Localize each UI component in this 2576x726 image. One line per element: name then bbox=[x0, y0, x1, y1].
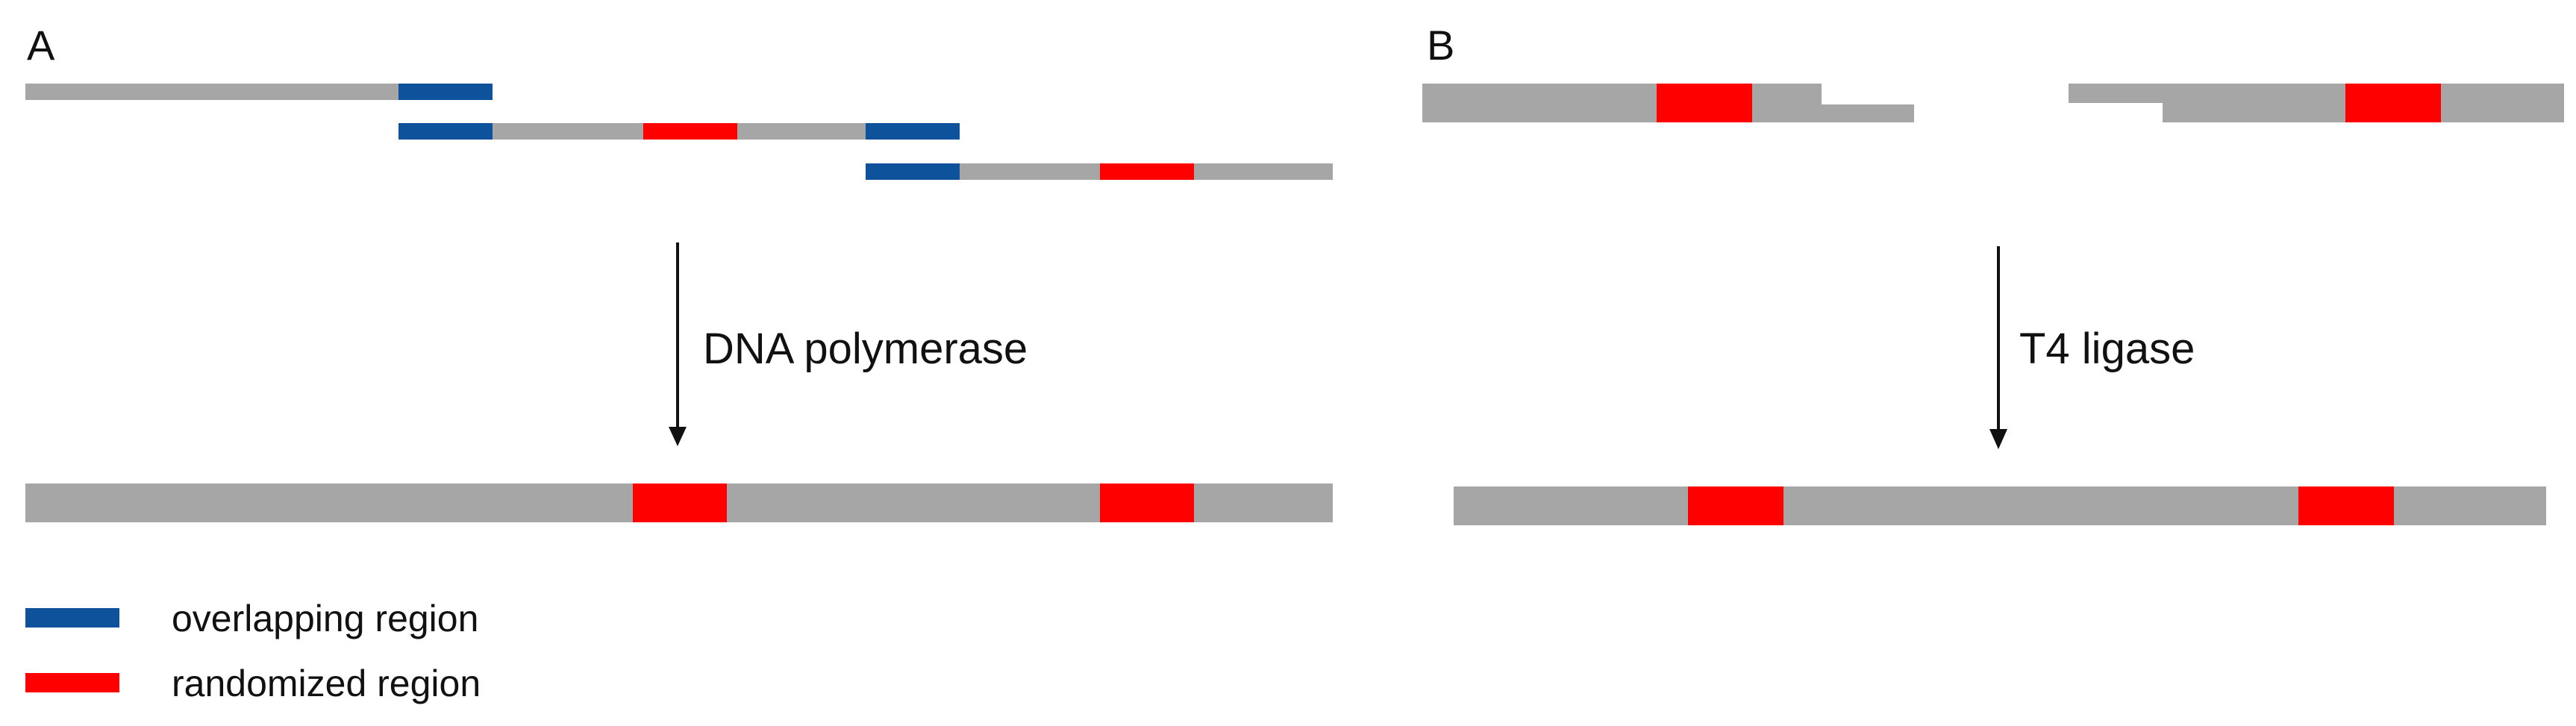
backbone-segment bbox=[960, 163, 1100, 180]
legend-item-overlap: overlapping region bbox=[25, 598, 478, 639]
backbone-segment bbox=[1422, 84, 1822, 122]
panel-b-product bbox=[1454, 486, 2546, 525]
legend-swatch-overlap bbox=[25, 608, 119, 628]
panel-a-arrow bbox=[669, 242, 687, 446]
panel-b-fragment-left bbox=[1422, 84, 1914, 122]
randomized-region bbox=[2298, 486, 2394, 525]
sticky-end bbox=[1822, 104, 1914, 122]
backbone-segment bbox=[25, 84, 398, 100]
panel-b: B T4 ligase bbox=[1422, 22, 2564, 525]
panel-b-arrow bbox=[1989, 246, 2007, 449]
randomized-region bbox=[633, 484, 727, 522]
overlapping-region bbox=[866, 123, 960, 140]
panel-a-label: A bbox=[27, 22, 55, 69]
backbone-segment bbox=[1194, 163, 1333, 180]
legend-item-random: randomized region bbox=[25, 663, 481, 704]
legend-label-random: randomized region bbox=[172, 663, 481, 704]
panel-a-fragment-1 bbox=[25, 84, 493, 100]
panel-a-fragment-2 bbox=[398, 123, 960, 140]
panel-a-step-label: DNA polymerase bbox=[703, 325, 1028, 373]
panel-a-product bbox=[25, 484, 1333, 522]
backbone-segment bbox=[493, 123, 643, 140]
overlapping-region bbox=[866, 163, 960, 180]
randomized-region bbox=[1688, 486, 1783, 525]
legend: overlapping region randomized region bbox=[25, 598, 481, 704]
randomized-region bbox=[643, 123, 737, 140]
panel-b-fragment-right bbox=[2069, 84, 2564, 122]
legend-label-overlap: overlapping region bbox=[172, 598, 478, 639]
panel-a: A DNA polymerase bbox=[25, 22, 1333, 522]
legend-swatch-random bbox=[25, 673, 119, 692]
panel-b-step-label: T4 ligase bbox=[2019, 325, 2195, 373]
panel-a-fragment-3 bbox=[866, 163, 1333, 180]
overlapping-region bbox=[398, 123, 493, 140]
randomized-region bbox=[1100, 484, 1194, 522]
sticky-end bbox=[2069, 84, 2163, 103]
backbone-segment bbox=[737, 123, 866, 140]
randomized-region bbox=[1657, 84, 1752, 122]
overlapping-region bbox=[398, 84, 493, 100]
panel-b-label: B bbox=[1427, 22, 1454, 69]
randomized-region bbox=[2345, 84, 2441, 122]
randomized-region bbox=[1100, 163, 1194, 180]
